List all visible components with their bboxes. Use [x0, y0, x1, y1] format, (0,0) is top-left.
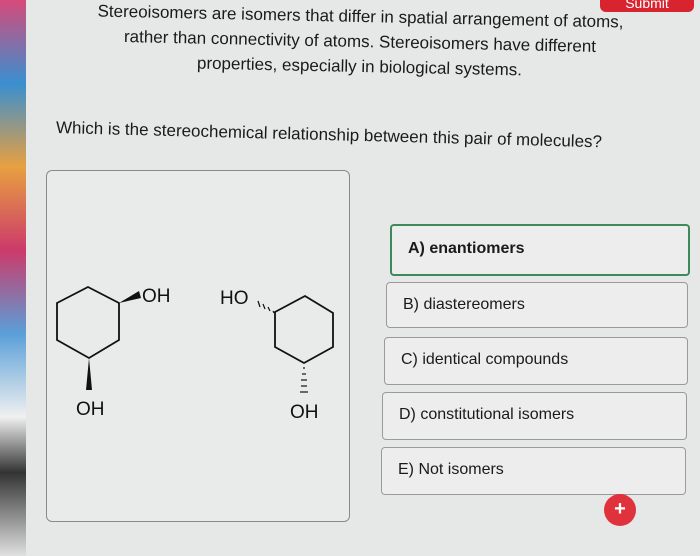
hydroxyl-label: HO — [220, 288, 249, 309]
option-identical-compounds[interactable]: C) identical compounds — [384, 337, 688, 385]
hash-bond — [300, 367, 308, 393]
molecule-figure — [46, 170, 350, 522]
hash-bond — [257, 300, 275, 314]
option-enantiomers[interactable]: A) enantiomers — [390, 224, 690, 276]
hydroxyl-label: OH — [76, 399, 105, 420]
cyclohexane-ring — [56, 285, 120, 360]
left-molecule — [56, 285, 120, 360]
submit-button[interactable]: Submit — [600, 0, 694, 12]
option-not-isomers[interactable]: E) Not isomers — [381, 447, 686, 495]
add-button[interactable]: + — [604, 494, 636, 526]
background-wallpaper-edge — [0, 0, 30, 556]
wedge-bond — [119, 291, 141, 303]
cyclohexane-ring — [274, 294, 334, 365]
option-diastereomers[interactable]: B) diastereomers — [386, 282, 688, 328]
hydroxyl-label: OH — [290, 402, 319, 423]
wedge-bond — [86, 358, 92, 390]
right-molecule — [274, 294, 334, 365]
hydroxyl-label: OH — [142, 286, 171, 307]
option-constitutional-isomers[interactable]: D) constitutional isomers — [382, 392, 687, 440]
